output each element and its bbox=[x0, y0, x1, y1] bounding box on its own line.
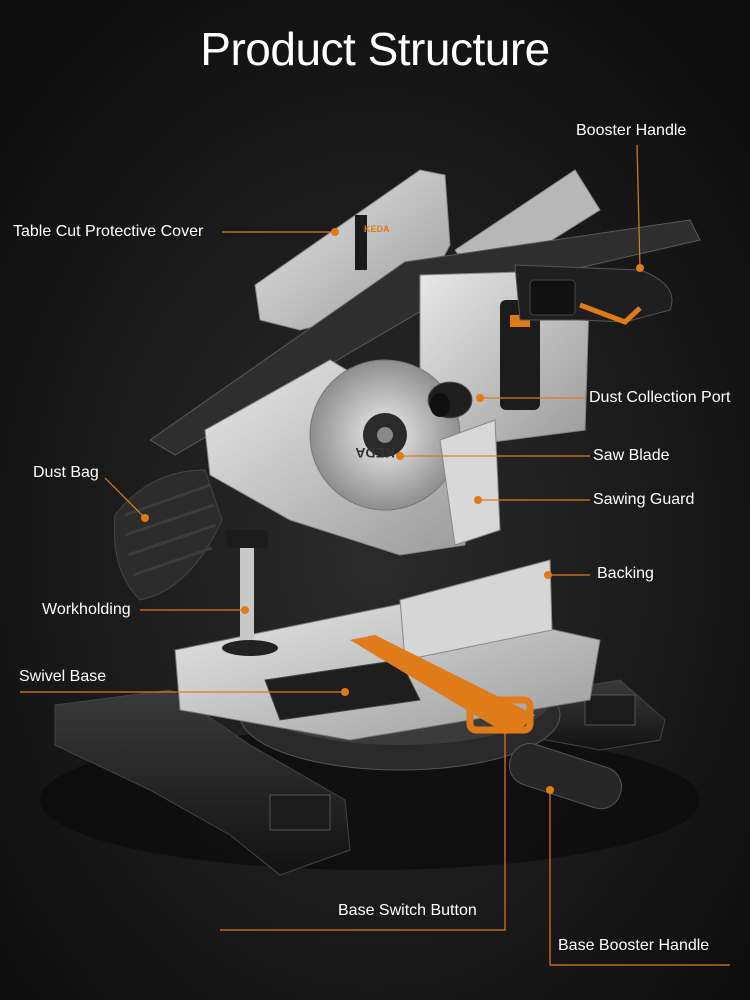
callout-dots bbox=[141, 228, 644, 794]
label-sawing-guard: Sawing Guard bbox=[593, 491, 695, 508]
label-saw-blade: Saw Blade bbox=[593, 447, 670, 464]
label-backing: Backing bbox=[597, 565, 654, 582]
label-dust-collection-port: Dust Collection Port bbox=[589, 389, 731, 406]
page-title: Product Structure bbox=[200, 23, 550, 75]
brand-logo-blade: KEDA bbox=[355, 445, 395, 461]
label-swivel-base: Swivel Base bbox=[19, 668, 107, 685]
brand-logo-cover: KEDA bbox=[364, 224, 390, 234]
label-dust-bag: Dust Bag bbox=[33, 464, 99, 481]
label-base-switch-button: Base Switch Button bbox=[338, 902, 477, 919]
machine-base bbox=[54, 559, 666, 876]
label-workholding: Workholding bbox=[42, 601, 131, 618]
leader-dust-bag bbox=[104, 477, 146, 519]
leader-base-booster-handle bbox=[549, 790, 730, 966]
saw-head bbox=[149, 169, 701, 556]
leader-base-switch bbox=[220, 730, 506, 931]
leader-booster-handle bbox=[636, 144, 641, 269]
label-booster-handle: Booster Handle bbox=[576, 122, 687, 139]
dust-bag bbox=[113, 469, 223, 601]
label-table-cut-cover: Table Cut Protective Cover bbox=[13, 223, 204, 240]
workholding-clamp bbox=[222, 530, 278, 656]
label-base-booster-handle: Base Booster Handle bbox=[558, 937, 710, 954]
callout-lines bbox=[20, 144, 730, 966]
